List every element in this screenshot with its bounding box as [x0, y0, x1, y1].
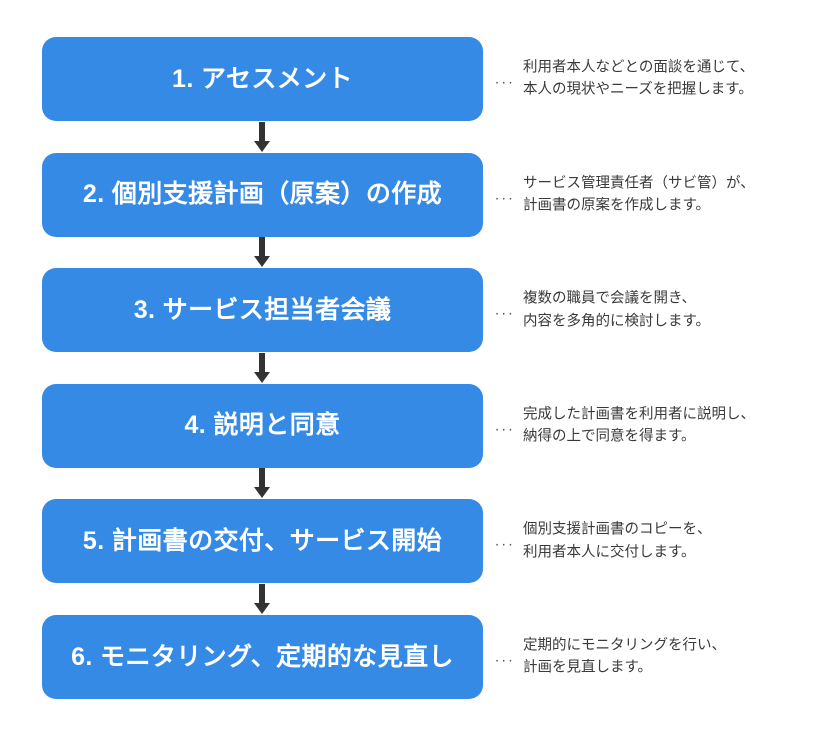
connector-arrow-2 [0, 237, 820, 269]
leader-dots-2: ... [495, 186, 516, 204]
leader-dots-3: ... [495, 301, 516, 319]
step-note-line: 定期的にモニタリングを行い、 [523, 637, 726, 654]
step-note-line: 利用者本人に交付します。 [523, 544, 696, 561]
connector-arrow-1 [0, 121, 820, 154]
step-box-2[interactable]: 2. 個別支援計画（原案）の作成 [42, 152, 483, 237]
flow-step-1: 1. アセスメント... 利用者本人などとの面談を通じて、本人の現状やニーズを把握… [0, 37, 820, 121]
step-label-6: 6. モニタリング、定期的な見直し [71, 642, 454, 671]
step-note-4: 完成した計画書を利用者に説明し、納得の上で同意を得ます。 [523, 403, 813, 448]
step-note-line: 内容を多角的に検討します。 [523, 313, 711, 330]
step-note-line: 個別支援計画書のコピーを、 [523, 521, 712, 538]
arrow-head [254, 603, 270, 614]
step-note-line: 複数の職員で会議を開き、 [523, 290, 696, 307]
step-note-line: 本人の現状やニーズを把握します。 [523, 82, 753, 98]
step-label-5: 5. 計画書の交付、サービス開始 [82, 527, 443, 556]
flow-step-2: 2. 個別支援計画（原案）の作成... サービス管理責任者（サビ管）が、計画書の原… [0, 152, 820, 237]
step-label-2: 2. 個別支援計画（原案）の作成 [82, 180, 443, 209]
arrow-head [254, 140, 270, 152]
step-box-4[interactable]: 4. 説明と同意 [42, 383, 483, 468]
step-note-line: 完成した計画書を利用者に説明し、 [523, 406, 755, 423]
step-note-5: 個別支援計画書のコピーを、利用者本人に交付します。 [523, 519, 813, 564]
step-note-line: 計画を見直します。 [523, 660, 653, 676]
leader-dots-5: ... [495, 532, 516, 550]
arrow-shaft [259, 121, 265, 142]
arrow-shaft [259, 352, 265, 373]
flow-step-5: 5. 計画書の交付、サービス開始... 個別支援計画書のコピーを、利用者本人に交付… [0, 499, 820, 584]
arrow-shaft [259, 584, 265, 604]
step-note-6: 定期的にモニタリングを行い、計画を見直します。 [523, 635, 813, 680]
step-note-line: サービス管理責任者（サビ管）が、 [523, 175, 755, 192]
connector-arrow-3 [0, 352, 820, 385]
leader-dots-1: ... [495, 70, 516, 88]
leader-dots-6: ... [495, 648, 516, 666]
step-box-3[interactable]: 3. サービス担当者会議 [42, 268, 483, 353]
step-label-1: 1. アセスメント [172, 64, 353, 93]
step-note-line: 計画書の原案を作成します。 [523, 197, 711, 214]
step-box-5[interactable]: 5. 計画書の交付、サービス開始 [42, 499, 483, 584]
step-note-1: 利用者本人などとの面談を通じて、本人の現状やニーズを把握します。 [523, 57, 813, 102]
arrow-shaft [259, 237, 265, 258]
arrow-head [254, 487, 270, 499]
arrow-shaft [259, 468, 265, 489]
arrow-head [254, 371, 270, 383]
step-box-1[interactable]: 1. アセスメント [42, 37, 483, 121]
step-note-2: サービス管理責任者（サビ管）が、計画書の原案を作成します。 [523, 172, 813, 217]
step-label-3: 3. サービス担当者会議 [133, 295, 392, 324]
flow-step-4: 4. 説明と同意... 完成した計画書を利用者に説明し、納得の上で同意を得ます。 [0, 383, 820, 468]
step-note-line: 納得の上で同意を得ます。 [523, 428, 696, 445]
flow-step-3: 3. サービス担当者会議... 複数の職員で会議を開き、内容を多角的に検討します。 [0, 268, 820, 353]
step-note-line: 利用者本人などとの面談を通じて、 [523, 59, 755, 76]
connector-arrow-4 [0, 468, 820, 500]
step-label-4: 4. 説明と同意 [184, 411, 341, 440]
flow-step-6: 6. モニタリング、定期的な見直し... 定期的にモニタリングを行い、計画を見直し… [0, 615, 820, 699]
arrow-head [254, 256, 270, 268]
connector-arrow-5 [0, 584, 820, 616]
leader-dots-4: ... [495, 417, 516, 435]
step-note-3: 複数の職員で会議を開き、内容を多角的に検討します。 [523, 288, 813, 333]
step-box-6[interactable]: 6. モニタリング、定期的な見直し [42, 615, 483, 699]
